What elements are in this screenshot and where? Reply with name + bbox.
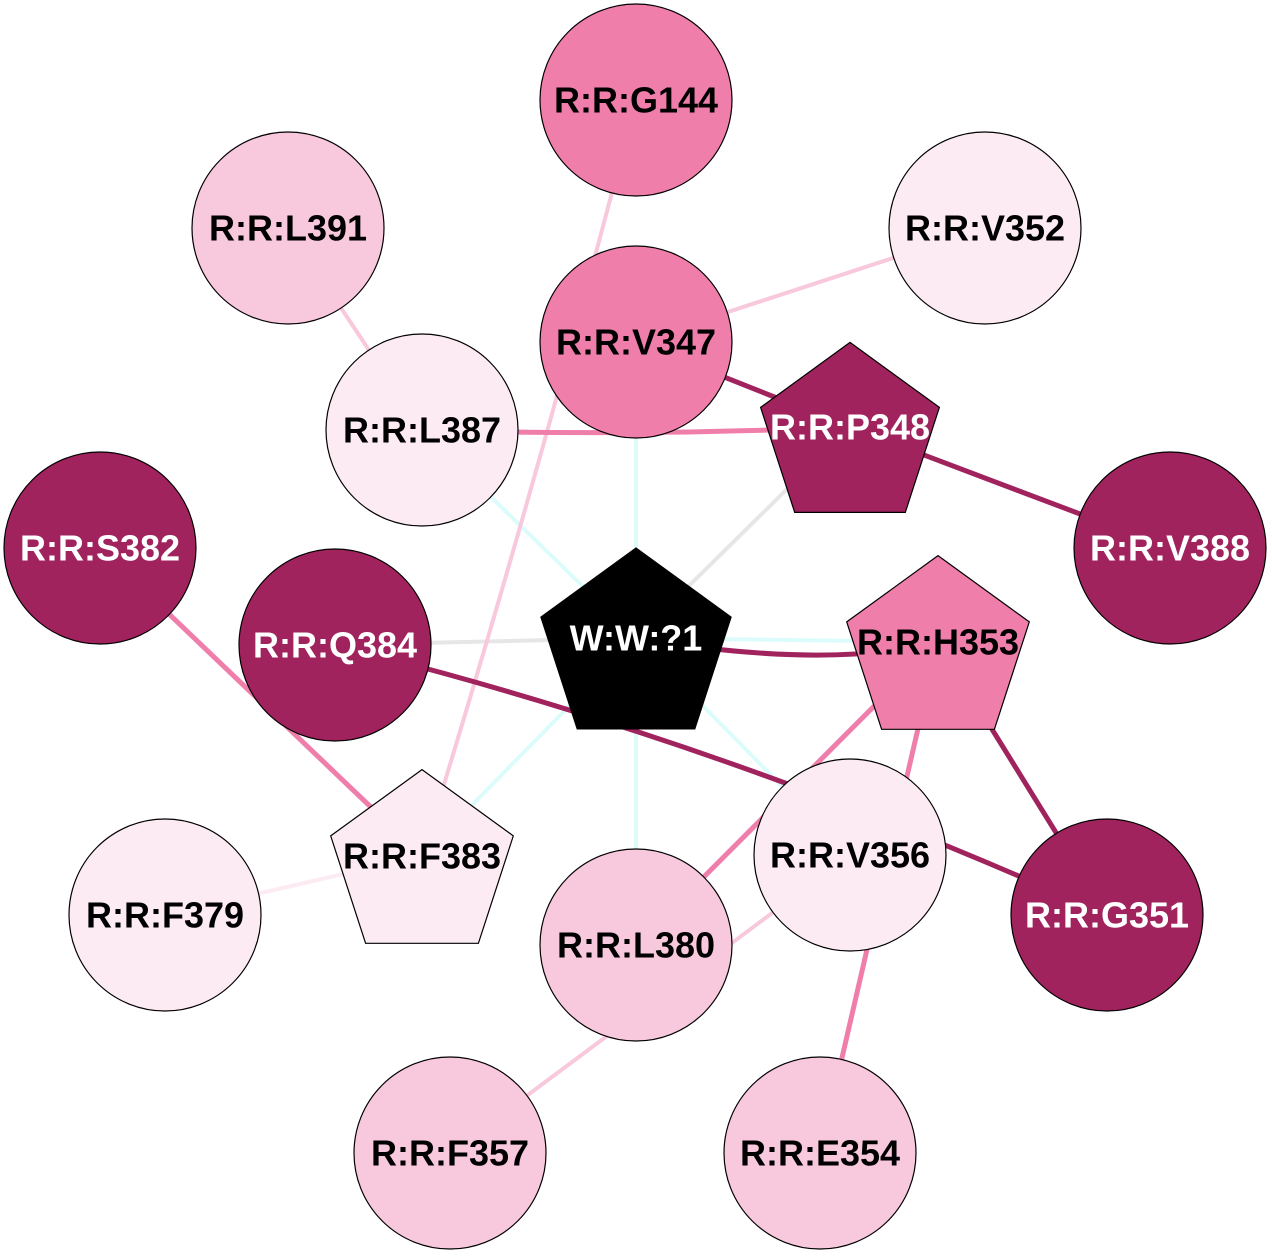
- node-label: R:R:V356: [770, 835, 930, 876]
- node-circle-shape: [238, 548, 432, 742]
- node-label: R:R:G144: [554, 80, 718, 121]
- node-r-r-v388[interactable]: R:R:V388: [1073, 451, 1267, 645]
- node-circle-shape: [1010, 818, 1204, 1012]
- node-label: R:R:H353: [857, 622, 1019, 663]
- node-label: R:R:L391: [209, 208, 367, 249]
- node-circle-shape: [325, 333, 519, 527]
- node-r-r-l391[interactable]: R:R:L391: [191, 131, 385, 325]
- node-r-r-f357[interactable]: R:R:F357: [353, 1056, 547, 1250]
- node-pentagon-shape: [845, 554, 1031, 730]
- node-circle-shape: [1073, 451, 1267, 645]
- node-r-r-g144[interactable]: R:R:G144: [539, 3, 733, 197]
- node-r-r-q384[interactable]: R:R:Q384: [238, 548, 432, 742]
- node-circle-shape: [753, 758, 947, 952]
- node-r-r-s382[interactable]: R:R:S382: [3, 451, 197, 645]
- node-label: R:R:Q384: [253, 625, 417, 666]
- node-label: R:R:L380: [557, 925, 715, 966]
- node-circle-shape: [68, 818, 262, 1012]
- node-label: R:R:S382: [20, 528, 180, 569]
- node-r-r-v352[interactable]: R:R:V352: [888, 131, 1082, 325]
- node-r-r-e354[interactable]: R:R:E354: [723, 1056, 917, 1250]
- node-circle-shape: [539, 848, 733, 1042]
- node-circle-shape: [723, 1056, 917, 1250]
- node-r-r-f383[interactable]: R:R:F383: [329, 768, 515, 944]
- node-r-r-l387[interactable]: R:R:L387: [325, 333, 519, 527]
- node-label: R:R:L387: [343, 410, 501, 451]
- node-label: R:R:E354: [740, 1133, 900, 1174]
- node-pentagon-shape: [759, 341, 941, 514]
- node-r-r-v347[interactable]: R:R:V347: [539, 245, 733, 439]
- node-label: R:R:G351: [1025, 895, 1189, 936]
- node-w-w-1[interactable]: W:W:?1: [540, 547, 732, 730]
- node-circle-shape: [539, 245, 733, 439]
- node-r-r-g351[interactable]: R:R:G351: [1010, 818, 1204, 1012]
- node-pentagon-shape: [540, 547, 732, 730]
- node-circle-shape: [3, 451, 197, 645]
- node-circle-shape: [539, 3, 733, 197]
- node-label: R:R:V347: [556, 322, 716, 363]
- node-r-r-f379[interactable]: R:R:F379: [68, 818, 262, 1012]
- node-circle-shape: [191, 131, 385, 325]
- node-r-r-v356[interactable]: R:R:V356: [753, 758, 947, 952]
- node-circle-shape: [888, 131, 1082, 325]
- node-label: R:R:V388: [1090, 528, 1250, 569]
- node-pentagon-shape: [329, 768, 515, 944]
- node-label: R:R:V352: [905, 208, 1065, 249]
- node-r-r-p348[interactable]: R:R:P348: [759, 341, 941, 514]
- node-label: R:R:F357: [371, 1133, 529, 1174]
- node-circle-shape: [353, 1056, 547, 1250]
- node-label: W:W:?1: [570, 618, 703, 659]
- node-label: R:R:P348: [770, 407, 930, 448]
- edge-r-r-q384-to-r-r-g351: [332, 642, 1110, 918]
- edge-r-r-g144-to-r-r-f383: [420, 98, 638, 858]
- node-r-r-l380[interactable]: R:R:L380: [539, 848, 733, 1042]
- node-label: R:R:F383: [343, 836, 501, 877]
- node-r-r-h353[interactable]: R:R:H353: [845, 554, 1031, 730]
- node-label: R:R:F379: [86, 895, 244, 936]
